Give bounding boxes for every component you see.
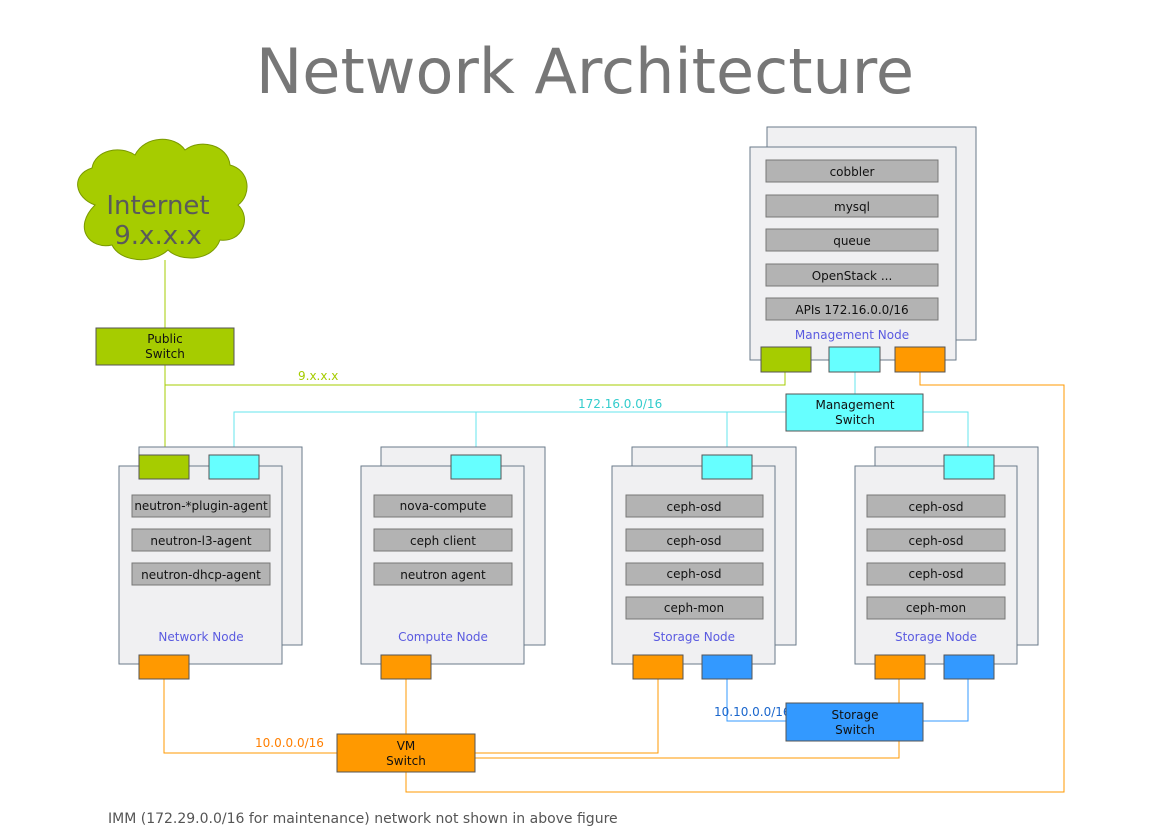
management-port [828,346,881,373]
node-label: Storage Node [653,630,735,644]
service-label: ceph-osd [909,567,964,581]
service-label: ceph-osd [909,534,964,548]
internet-address: 9.x.x.x [114,221,202,251]
public-port [138,454,190,480]
service-box: neutron-dhcp-agent [131,562,271,586]
service-box: cobbler [765,159,939,183]
service-box: neutron agent [373,562,513,586]
node-label: Storage Node [895,630,977,644]
service-label: neutron agent [400,568,486,582]
storage-switch-label-2: Switch [835,723,875,737]
management-switch-label-2: Switch [835,413,875,427]
service-label: neutron-*plugin-agent [134,499,268,513]
public-network-label: 9.x.x.x [298,369,338,383]
management-port [701,454,753,480]
service-label: ceph-mon [664,601,724,615]
management-switch-label-1: Management [815,398,894,412]
service-box: ceph-osd [625,562,764,586]
diagram-title: Network Architecture [256,35,914,108]
service-label: mysql [834,200,870,214]
vm-port [380,654,432,680]
footnote: IMM (172.29.0.0/16 for maintenance) netw… [108,811,618,827]
service-box: APIs 172.16.0.0/16 [765,297,939,321]
node-label: Network Node [158,630,243,644]
service-box: ceph-osd [866,528,1006,552]
network-node: neutron-*plugin-agent neutron-l3-agent n… [118,446,303,680]
service-label: queue [833,234,871,248]
service-box: nova-compute [373,494,513,518]
management-node: cobbler mysql queue OpenStack ... APIs 1… [749,126,977,373]
vm-line-management-node [405,372,1065,793]
vm-line-storage1 [475,679,659,754]
service-box: mysql [765,194,939,218]
internet-cloud: Internet 9.x.x.x [77,138,248,261]
public-switch-label-1: Public [147,332,183,346]
service-box: ceph-osd [866,562,1006,586]
storage-network-label: 10.10.0.0/16 [714,705,791,719]
service-label: OpenStack ... [812,269,893,283]
service-box: OpenStack ... [765,263,939,287]
public-port [760,346,812,373]
service-box: neutron-l3-agent [131,528,271,552]
vm-port [632,654,684,680]
service-box: ceph-osd [625,528,764,552]
vm-port [874,654,926,680]
management-network-label: 172.16.0.0/16 [578,397,662,411]
vm-switch: VM Switch [336,733,476,773]
service-label: ceph-osd [667,534,722,548]
service-label: ceph-osd [667,500,722,514]
management-port [450,454,502,480]
service-box: ceph-osd [866,494,1006,518]
node-label: Compute Node [398,630,488,644]
storage-switch-label-1: Storage [832,708,879,722]
management-port [943,454,995,480]
storage-node-1: ceph-osd ceph-osd ceph-osd ceph-mon Stor… [611,446,797,680]
node-label: Management Node [795,328,909,342]
storage-port [943,654,995,680]
service-label: ceph-osd [909,500,964,514]
vm-switch-label-2: Switch [386,754,426,768]
storage-node-2: ceph-osd ceph-osd ceph-osd ceph-mon Stor… [854,446,1039,680]
service-label: cobbler [830,165,875,179]
service-label: ceph client [410,534,476,548]
public-network-line [165,372,786,386]
service-label: neutron-l3-agent [150,534,252,548]
service-label: ceph-osd [667,567,722,581]
vm-switch-label-1: VM [397,739,416,753]
service-box: ceph-osd [625,494,764,518]
service-box: queue [765,228,939,252]
storage-switch: Storage Switch [785,702,924,742]
management-network-line-left [233,411,786,455]
mgmt-line-storage2 [923,411,969,455]
storage-port [701,654,753,680]
service-box: ceph-mon [625,596,764,620]
public-switch-label-2: Switch [145,347,185,361]
service-label: nova-compute [400,499,487,513]
compute-node: nova-compute ceph client neutron agent C… [360,446,546,680]
cloud-icon [77,138,248,261]
internet-label: Internet [106,191,209,221]
vm-port [894,346,946,373]
vm-port [138,654,190,680]
vm-line-network-node [163,679,337,754]
storage-line-storage1 [726,679,786,722]
storage-line-storage2 [923,679,969,722]
service-box: ceph client [373,528,513,552]
service-box: neutron-*plugin-agent [131,494,271,518]
public-switch: Public Switch [95,327,235,366]
vm-network-label: 10.0.0.0/16 [255,736,324,750]
service-label: APIs 172.16.0.0/16 [795,303,908,317]
service-label: ceph-mon [906,601,966,615]
management-switch: Management Switch [785,393,924,432]
management-port [208,454,260,480]
service-box: ceph-mon [866,596,1006,620]
service-label: neutron-dhcp-agent [141,568,261,582]
